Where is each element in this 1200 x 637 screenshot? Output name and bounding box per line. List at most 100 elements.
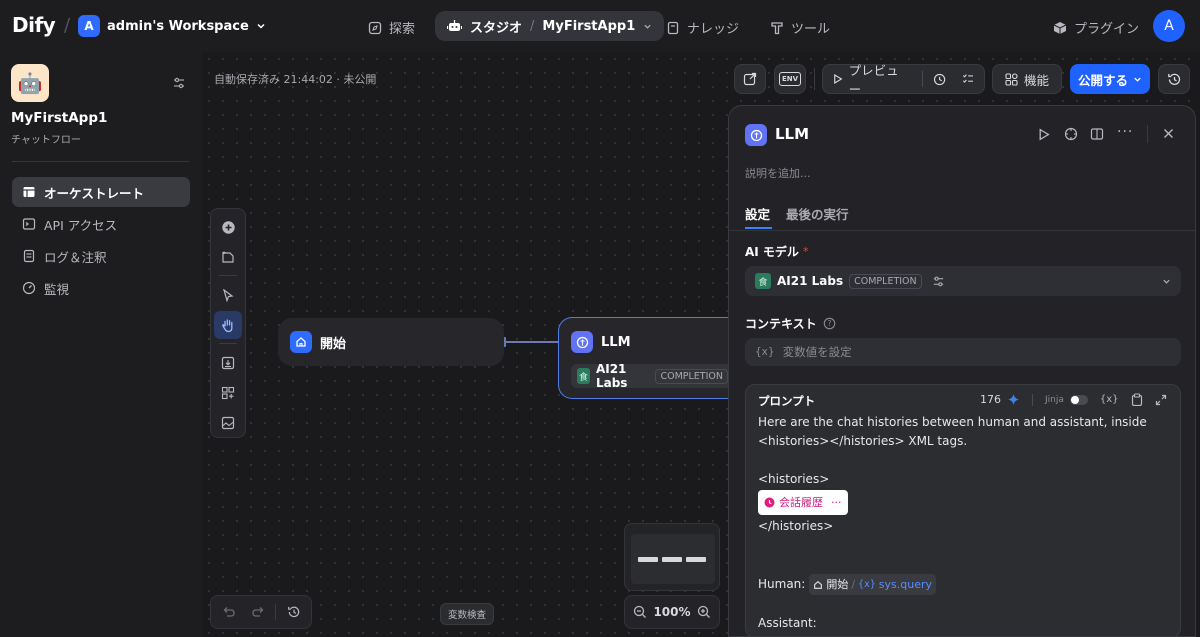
- edge-start-llm[interactable]: [504, 341, 560, 343]
- nav-explore-label: 探索: [389, 22, 416, 37]
- chip-more-icon[interactable]: ···: [831, 496, 842, 509]
- redo-icon: [251, 607, 263, 617]
- change-history-button[interactable]: [280, 598, 307, 626]
- zoom-out-button[interactable]: [629, 598, 651, 626]
- export-image-button[interactable]: [214, 349, 242, 377]
- required-mark: *: [802, 245, 809, 258]
- hand-icon: [222, 318, 233, 332]
- prompt-blank-line: [758, 595, 1172, 614]
- clipboard-icon[interactable]: [1131, 393, 1143, 406]
- zoom-out-icon: [633, 605, 646, 618]
- help-circle-icon[interactable]: ?: [823, 317, 836, 330]
- prompt-blank-line: [758, 451, 1172, 470]
- divider: [275, 604, 276, 620]
- expand-icon[interactable]: [1155, 394, 1167, 406]
- start-node[interactable]: 開始: [278, 318, 504, 366]
- checklist-icon[interactable]: [962, 72, 974, 86]
- more-options-icon[interactable]: ···: [1117, 124, 1134, 140]
- sidebar-item-label: API アクセス: [44, 217, 118, 233]
- add-node-button[interactable]: [214, 213, 242, 241]
- sidebar-item-monitoring[interactable]: 監視: [12, 273, 190, 303]
- edge-handle[interactable]: [503, 337, 506, 347]
- variable-inspect-button[interactable]: 変数検査: [440, 603, 495, 625]
- left-sidebar: 🤖 MyFirstApp1 チャットフロー オーケストレート API アクセス …: [0, 52, 202, 637]
- minimap-toggle-button[interactable]: [214, 409, 242, 437]
- nav-plugins-label: プラグイン: [1074, 22, 1140, 37]
- close-icon[interactable]: [1163, 128, 1174, 139]
- conversation-history-chip[interactable]: 会話履歴 ···: [758, 490, 848, 515]
- panel-title[interactable]: LLM: [775, 125, 810, 143]
- hammer-icon: [771, 21, 783, 34]
- sidebar-item-label: ログ＆注釈: [44, 249, 107, 265]
- add-note-button[interactable]: [214, 243, 242, 271]
- zoom-in-button[interactable]: [693, 598, 715, 626]
- nav-tools[interactable]: ツール: [770, 18, 830, 37]
- llm-node[interactable]: LLM 食 AI21 Labs COMPLETION: [558, 317, 734, 399]
- sidebar-item-orchestrate[interactable]: オーケストレート: [12, 177, 190, 207]
- dify-logo[interactable]: Dify: [12, 13, 56, 37]
- history-icon: [287, 606, 299, 618]
- help-crosshair-icon[interactable]: [1064, 127, 1078, 141]
- minimap[interactable]: [624, 523, 720, 591]
- external-link-icon: [743, 72, 757, 86]
- prompt-text-block[interactable]: Here are the chat histories between huma…: [758, 413, 1172, 633]
- ai-model-label: AI モデル: [745, 245, 799, 259]
- book-open-icon[interactable]: [1090, 127, 1104, 141]
- insert-variable-icon[interactable]: {x}: [1099, 394, 1119, 405]
- features-button[interactable]: 機能: [992, 64, 1062, 94]
- pointer-mode-button[interactable]: [214, 281, 242, 309]
- description-input[interactable]: 説明を追加...: [745, 167, 811, 180]
- version-history-button[interactable]: [1158, 64, 1190, 94]
- history-chip-icon: [764, 497, 775, 508]
- sidebar-item-api-access[interactable]: API アクセス: [12, 209, 190, 239]
- redo-button[interactable]: [244, 598, 271, 626]
- hand-mode-button[interactable]: [214, 311, 242, 339]
- slash-separator: /: [530, 18, 535, 34]
- nav-knowledge-label: ナレッジ: [687, 22, 740, 37]
- publish-button[interactable]: 公開する: [1070, 64, 1150, 94]
- checklist-button[interactable]: [734, 64, 766, 94]
- chip-label: 会話履歴: [779, 496, 823, 509]
- auto-layout-button[interactable]: [214, 379, 242, 407]
- model-selector[interactable]: 食 AI21 Labs COMPLETION: [745, 266, 1181, 296]
- zoom-level[interactable]: 100%: [653, 605, 691, 619]
- env-button[interactable]: ENV: [774, 64, 806, 94]
- tab-settings[interactable]: 設定: [745, 207, 771, 222]
- preview-button[interactable]: プレビュー: [848, 63, 899, 97]
- tab-active-indicator: [745, 227, 772, 229]
- sliders-icon[interactable]: [932, 275, 945, 288]
- features-label: 機能: [1023, 72, 1049, 88]
- history-clock-icon[interactable]: [933, 72, 946, 87]
- run-step-icon[interactable]: [1038, 128, 1050, 141]
- user-avatar[interactable]: A: [1153, 10, 1185, 42]
- jinja-toggle[interactable]: [1069, 394, 1088, 405]
- llm-node-model: 食 AI21 Labs COMPLETION: [571, 362, 734, 390]
- prompt-editor[interactable]: プロンプト 176 Jinja {x} Here are the chat hi…: [745, 384, 1181, 636]
- nav-explore[interactable]: 探索: [368, 18, 415, 37]
- autosave-status: 自動保存済み 21:44:02 · 未公開: [214, 73, 377, 86]
- sidebar-item-logs[interactable]: ログ＆注釈: [12, 241, 190, 271]
- canvas-toolbar: [210, 208, 246, 438]
- workspace-name: admin's Workspace: [107, 18, 249, 34]
- context-variable-input[interactable]: {x} 変数値を設定: [745, 338, 1181, 366]
- context-label: コンテキスト: [745, 317, 817, 331]
- apps-icon: [1005, 72, 1018, 86]
- ai21-icon: 食: [577, 368, 590, 384]
- publish-label: 公開する: [1077, 72, 1128, 88]
- history-icon: [1167, 73, 1180, 85]
- tab-last-run[interactable]: 最後の実行: [786, 207, 849, 222]
- compass-icon: [368, 21, 382, 34]
- workspace-switcher[interactable]: A admin's Workspace: [78, 15, 266, 37]
- sparkle-icon[interactable]: [1007, 393, 1020, 406]
- env-label: ENV: [778, 72, 802, 86]
- robot-icon: [447, 20, 462, 31]
- settings-sliders-icon[interactable]: [172, 76, 186, 90]
- nav-studio[interactable]: スタジオ / MyFirstApp1: [435, 11, 665, 41]
- nav-plugins[interactable]: プラグイン: [1053, 18, 1139, 37]
- undo-button[interactable]: [215, 598, 242, 626]
- variable-tag-sys-query[interactable]: 開始 / {x} sys.query: [809, 574, 936, 595]
- chevron-down-icon[interactable]: [643, 22, 652, 31]
- current-app-name[interactable]: MyFirstApp1: [542, 18, 636, 34]
- slash-separator: /: [851, 578, 856, 591]
- nav-knowledge[interactable]: ナレッジ: [666, 18, 739, 37]
